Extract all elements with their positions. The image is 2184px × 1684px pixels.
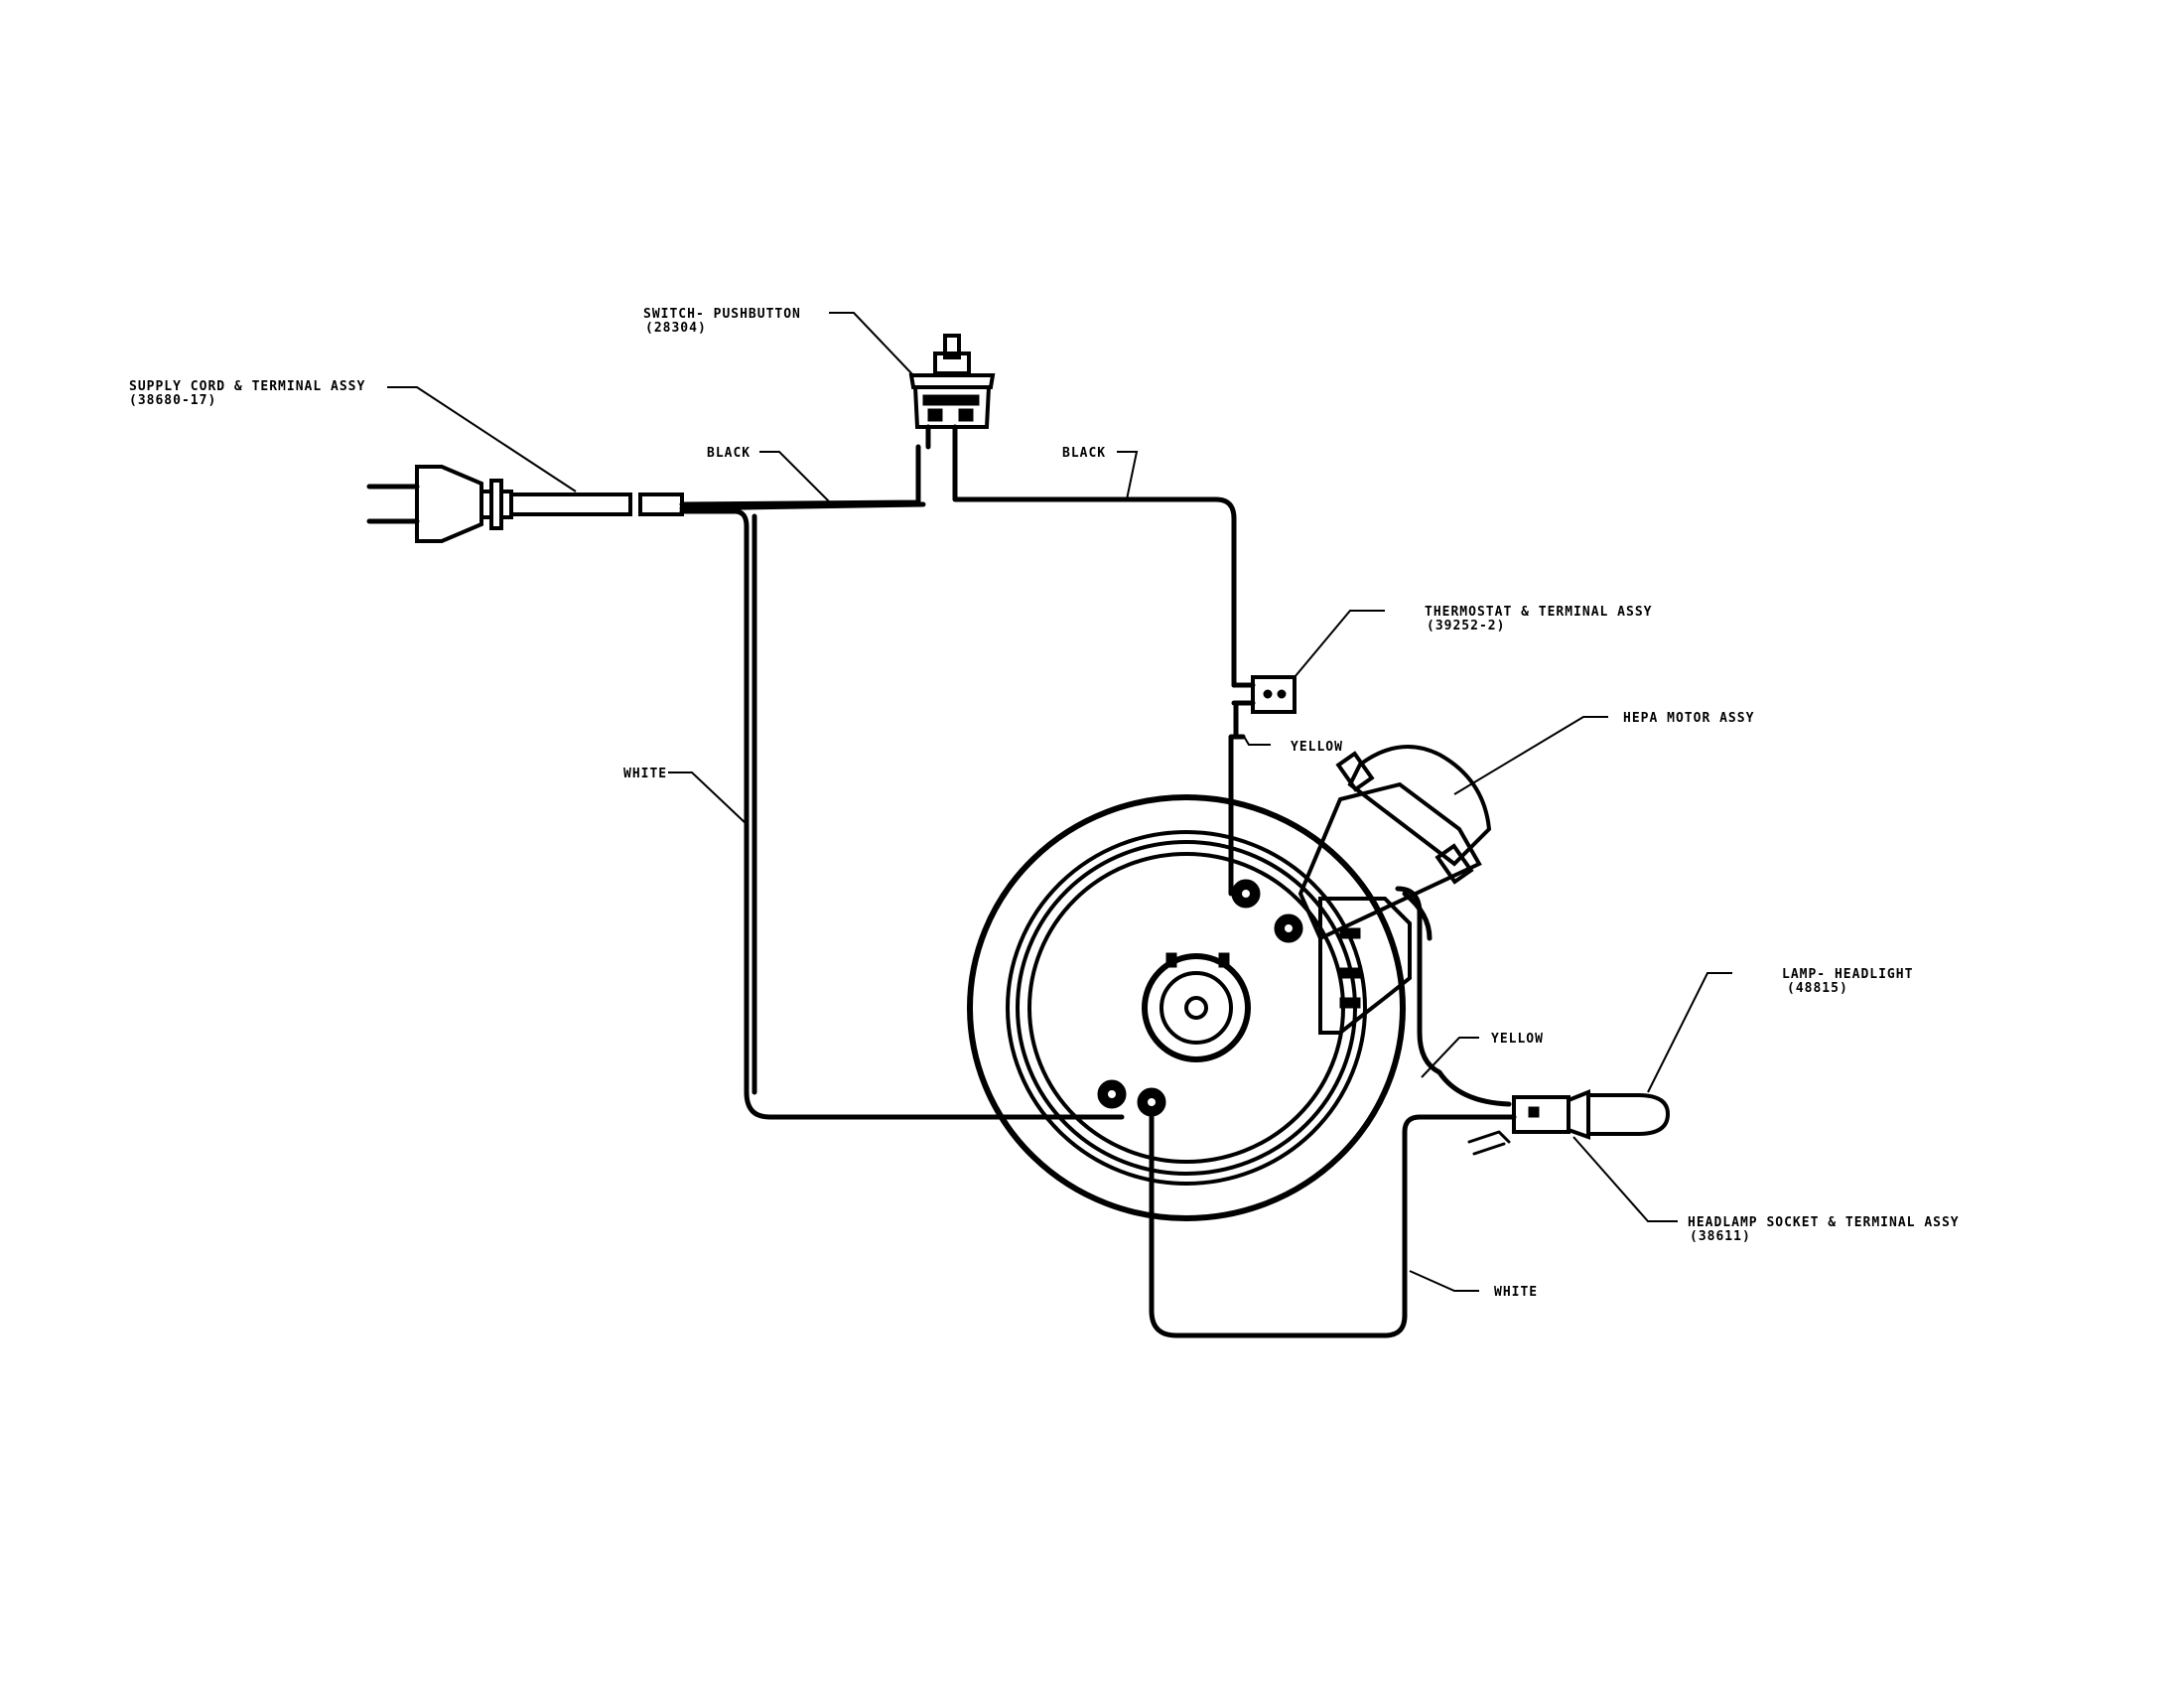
supply-cord-part-number: (38680-17) bbox=[129, 393, 216, 408]
supply-cord-label: SUPPLY CORD & TERMINAL ASSY bbox=[129, 379, 365, 394]
wire-harness bbox=[679, 444, 1517, 1338]
thermostat-label: THERMOSTAT & TERMINAL ASSY bbox=[1425, 605, 1653, 620]
switch-part-number: (28304) bbox=[645, 321, 707, 336]
wire-black-left-label: BLACK bbox=[707, 446, 751, 461]
headlamp bbox=[1467, 1089, 1671, 1156]
lamp-label: LAMP- HEADLIGHT bbox=[1782, 967, 1913, 982]
wire-yellow-lower-label: YELLOW bbox=[1491, 1032, 1544, 1047]
headlamp-socket-label: HEADLAMP SOCKET & TERMINAL ASSY bbox=[1688, 1215, 1960, 1230]
headlamp-socket-part-number: (38611) bbox=[1690, 1229, 1751, 1244]
wire-black-right-label: BLACK bbox=[1062, 446, 1106, 461]
wire-yellow-upper-label: YELLOW bbox=[1291, 740, 1343, 755]
motor-housing bbox=[967, 794, 1412, 1221]
hepa-motor-label: HEPA MOTOR ASSY bbox=[1623, 711, 1754, 726]
wire-white-left-label: WHITE bbox=[623, 767, 667, 781]
pushbutton-switch bbox=[908, 334, 996, 450]
callout-labels: SWITCH- PUSHBUTTON (28304) SUPPLY CORD &… bbox=[129, 307, 1960, 1300]
hepa-motor bbox=[1297, 745, 1492, 941]
thermostat-part-number: (39252-2) bbox=[1427, 619, 1505, 633]
lamp-part-number: (48815) bbox=[1787, 981, 1848, 996]
switch-label: SWITCH- PUSHBUTTON bbox=[643, 307, 801, 322]
wire-white-right-label: WHITE bbox=[1494, 1285, 1538, 1300]
leader-lines bbox=[387, 312, 1732, 1292]
supply-cord-plug bbox=[366, 465, 684, 543]
thermostat bbox=[1231, 675, 1297, 714]
